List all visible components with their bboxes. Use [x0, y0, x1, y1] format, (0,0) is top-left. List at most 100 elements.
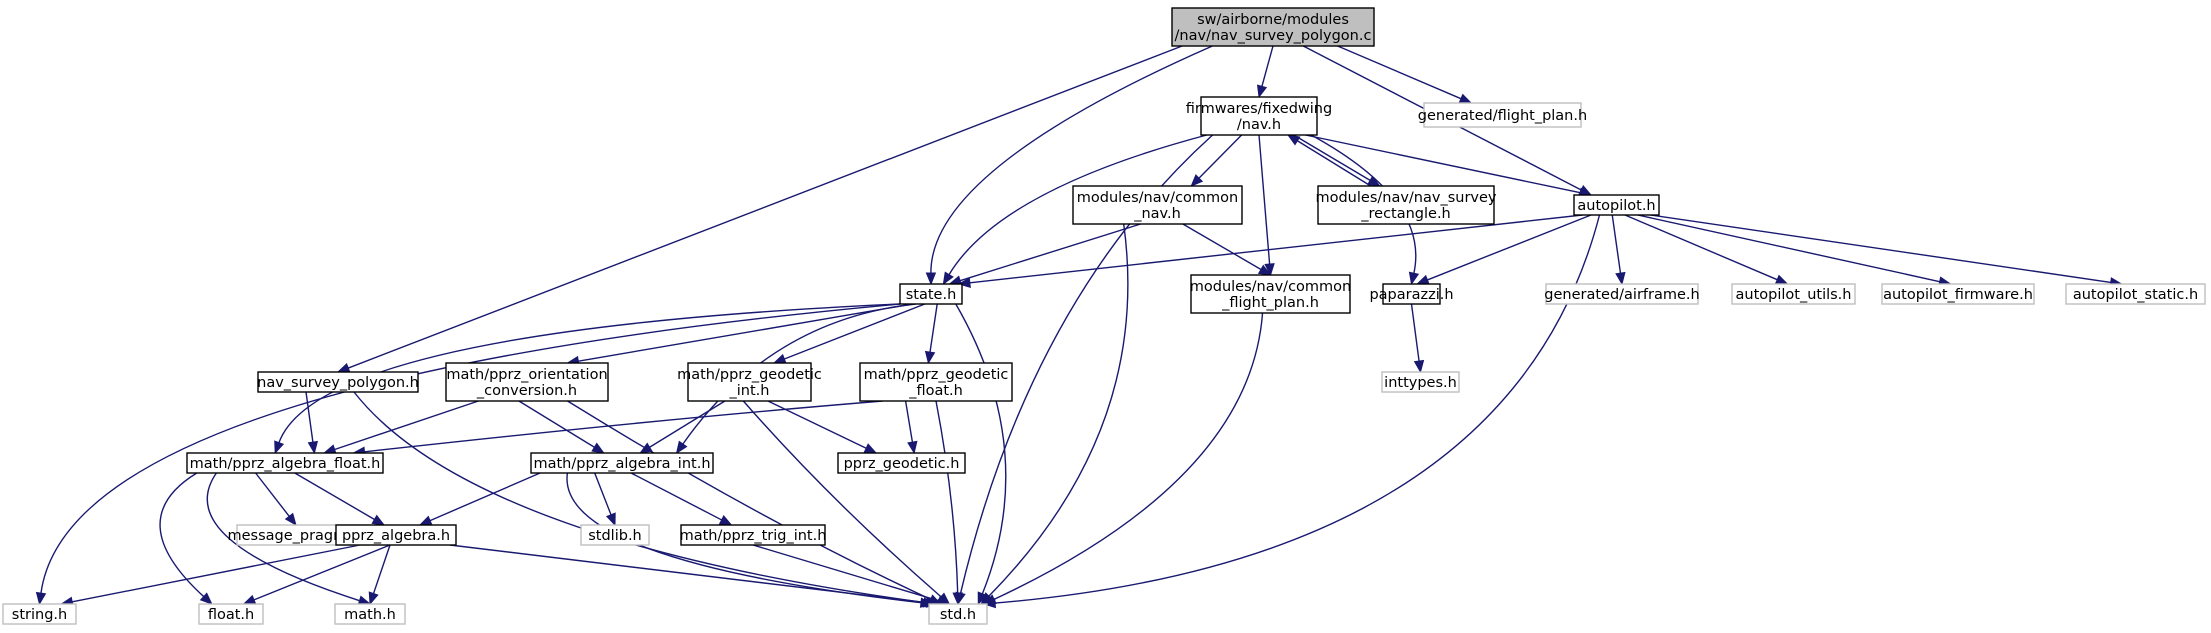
node-trig_int[interactable]: math/pprz_trig_int.h	[680, 524, 827, 546]
node-stdlib[interactable]: stdlib.h	[580, 524, 650, 546]
node-pprz_algebra[interactable]: pprz_algebra.h	[335, 524, 457, 546]
node-label: float.h	[208, 607, 254, 623]
node-survey_rect[interactable]: modules/nav/nav_survey_rectangle.h	[1315, 185, 1497, 225]
node-orient_conv[interactable]: math/pprz_orientation_conversion.h	[445, 362, 609, 402]
edge-line	[959, 134, 1214, 594]
edge-survey_rect-to-fixedwing_nav	[1286, 134, 1372, 187]
node-box	[1881, 283, 2035, 305]
node-box	[2, 603, 77, 625]
edge-line	[364, 400, 883, 453]
node-label: modules/nav/common	[1077, 190, 1238, 206]
arrowhead	[1615, 271, 1626, 286]
edge-line	[372, 544, 391, 594]
edge-line	[159, 472, 205, 598]
edge-autopilot-to-state	[957, 214, 1583, 288]
node-gen_airframe[interactable]: generated/airframe.h	[1544, 283, 1700, 305]
edge-common_nav-to-std	[980, 223, 1129, 605]
arrowhead	[371, 514, 386, 526]
node-geodetic_int[interactable]: math/pprz_geodetic_int.h	[677, 362, 822, 402]
node-label: _int.h	[729, 383, 770, 399]
node-label: _rectangle.h	[1360, 206, 1451, 222]
node-ap_firmware[interactable]: autopilot_firmware.h	[1881, 283, 2035, 305]
edge-root-to-fixedwing_nav	[1256, 45, 1274, 99]
edge-line	[206, 472, 360, 602]
node-label: string.h	[12, 607, 67, 623]
edge-line	[948, 134, 1207, 275]
node-box	[257, 371, 419, 393]
arrowhead	[368, 591, 379, 606]
node-math[interactable]: math.h	[334, 603, 406, 625]
node-ap_static[interactable]: autopilot_static.h	[2065, 283, 2206, 305]
edge-fixedwing_nav-to-common_flight_plan	[1258, 134, 1275, 277]
edge-line	[278, 303, 901, 443]
edge-geodetic_float-to-std	[935, 400, 963, 606]
node-autopilot[interactable]: autopilot.h	[1573, 194, 1660, 216]
node-label: std.h	[940, 607, 976, 623]
node-label: /nav/nav_survey_polygon.c	[1175, 28, 1372, 44]
arrowhead	[1264, 263, 1275, 277]
edge-line	[1198, 134, 1243, 179]
arrowhead	[307, 440, 319, 455]
node-root[interactable]: sw/airborne/modules/nav/nav_survey_polyg…	[1171, 7, 1375, 47]
edge-line	[72, 544, 361, 603]
node-box	[198, 603, 264, 625]
arrowhead	[274, 440, 285, 455]
node-box	[1171, 7, 1375, 47]
node-label: _float.h	[908, 383, 963, 399]
node-box	[1382, 283, 1441, 305]
node-box	[1731, 283, 1856, 305]
node-box	[530, 452, 714, 474]
node-fixedwing_nav[interactable]: firmwares/fixedwing/nav.h	[1186, 96, 1332, 136]
edge-algebra_float-to-msg_pragmas	[255, 472, 297, 527]
edge-line	[1611, 214, 1622, 274]
edge-line	[904, 400, 914, 443]
edge-line	[742, 400, 942, 598]
edge-autopilot-to-std	[982, 214, 1601, 609]
node-label: sw/airborne/modules	[1197, 12, 1349, 28]
node-paparazzi[interactable]: paparazzi.h	[1369, 283, 1454, 305]
node-label: modules/nav/nav_survey	[1315, 190, 1496, 206]
node-label: firmwares/fixedwing	[1186, 101, 1332, 117]
arrowhead	[1286, 134, 1301, 146]
node-algebra_float[interactable]: math/pprz_algebra_float.h	[186, 452, 384, 474]
node-label: autopilot_firmware.h	[1883, 287, 2033, 303]
node-state[interactable]: state.h	[899, 283, 963, 305]
edge-algebra_float-to-pprz_algebra	[294, 472, 386, 526]
edge-pprz_algebra-to-std	[449, 544, 940, 608]
node-survey_poly_h[interactable]: nav_survey_polygon.h	[257, 371, 419, 393]
node-label: inttypes.h	[1384, 375, 1457, 391]
arrowhead	[1413, 359, 1425, 374]
edge-common_flight_plan-to-std	[982, 312, 1264, 605]
edge-line	[594, 472, 612, 516]
edge-line	[1337, 45, 1462, 100]
edge-autopilot-to-ap_utils	[1624, 214, 1789, 285]
node-label: pprz_geodetic.h	[844, 456, 960, 472]
edge-fixedwing_nav-to-common_nav	[1190, 134, 1243, 187]
node-pprz_geodetic[interactable]: pprz_geodetic.h	[837, 452, 966, 474]
arrowhead	[1256, 84, 1268, 99]
node-ap_utils[interactable]: autopilot_utils.h	[1731, 283, 1856, 305]
edge-fixedwing_nav-to-state	[942, 134, 1207, 286]
edge-line	[348, 45, 1183, 369]
node-geodetic_float[interactable]: math/pprz_geodetic_float.h	[859, 362, 1013, 402]
node-string[interactable]: string.h	[2, 603, 77, 625]
node-inttypes[interactable]: inttypes.h	[1381, 371, 1460, 393]
node-label: math/pprz_geodetic	[864, 367, 1009, 383]
arrowhead	[1190, 174, 1204, 187]
edge-line	[682, 303, 916, 445]
node-gen_flight_plan[interactable]: generated/flight_plan.h	[1418, 102, 1587, 128]
node-box	[687, 362, 812, 402]
node-label: modules/nav/common	[1190, 279, 1351, 295]
node-common_flight_plan[interactable]: modules/nav/common_flight_plan.h	[1190, 274, 1351, 314]
node-std[interactable]: std.h	[928, 603, 988, 625]
node-box	[680, 524, 826, 546]
edge-line	[1637, 214, 1940, 283]
node-label: stdlib.h	[588, 528, 642, 544]
node-label: autopilot.h	[1577, 198, 1655, 214]
node-algebra_int[interactable]: math/pprz_algebra_int.h	[530, 452, 714, 474]
edge-line	[567, 400, 931, 600]
node-float[interactable]: float.h	[198, 603, 264, 625]
edge-line	[767, 400, 867, 449]
node-common_nav[interactable]: modules/nav/common_nav.h	[1072, 185, 1243, 225]
